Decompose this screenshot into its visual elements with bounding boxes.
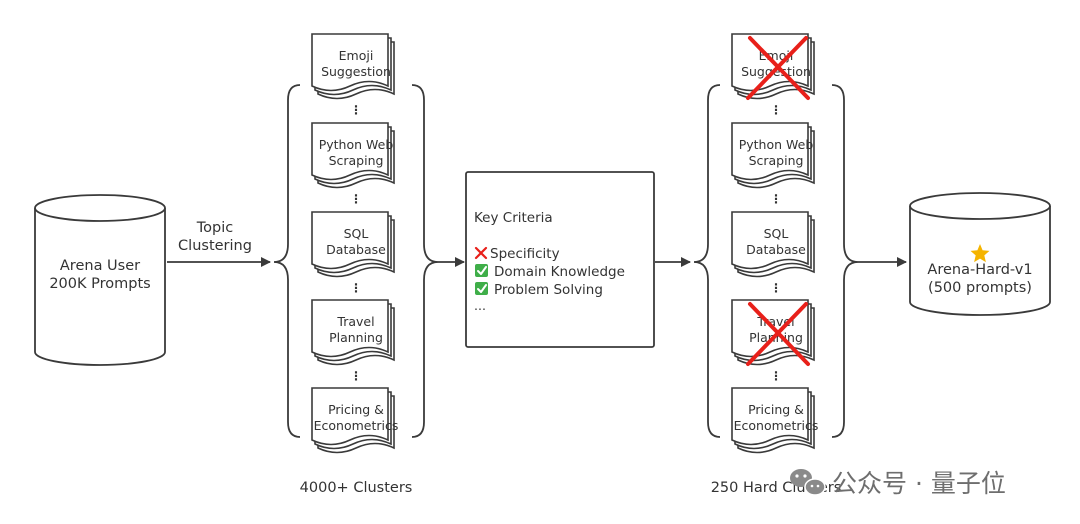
left-caption: 4000+ Clusters (300, 480, 413, 496)
left-close-brace (411, 84, 439, 438)
clustering-label-line2: Clustering (178, 238, 252, 254)
red-x-icon (746, 36, 810, 100)
cluster-label: Travel (336, 314, 374, 329)
cluster-label: Planning (329, 330, 383, 345)
cluster-label: Econometrics (734, 418, 819, 433)
ellipsis-dots: ⋮ (770, 192, 782, 206)
cluster-label: Emoji (339, 48, 374, 63)
clustering-label-line1: Topic (196, 220, 233, 236)
source-db-line2: 200K Prompts (49, 276, 150, 292)
right-close-brace (831, 84, 859, 438)
cluster-label: SQL (344, 226, 369, 241)
watermark-text: 公众号 · 量子位 (832, 469, 1006, 498)
cluster-label: Pricing & (748, 402, 804, 417)
target-db-line1: Arena-Hard-v1 (927, 262, 1032, 278)
ellipsis-dots: ⋮ (770, 103, 782, 117)
cluster-label: Database (746, 242, 806, 257)
doc-sheet (731, 387, 809, 446)
doc-sheet (311, 211, 389, 270)
cluster-label: Database (326, 242, 386, 257)
ellipsis-dots: ⋮ (350, 103, 362, 117)
red-x-icon (746, 302, 810, 366)
criteria-item-specificity: Specificity (490, 246, 560, 262)
watermark: 公众号 · 量子位 (790, 469, 1006, 498)
source-database: Arena User 200K Prompts (34, 194, 166, 366)
criteria-title: Key Criteria (474, 210, 553, 226)
check-mark-icon (475, 264, 488, 277)
target-database: Arena-Hard-v1 (500 prompts) (909, 192, 1051, 316)
doc-sheet (311, 122, 389, 181)
doc-sheet (731, 122, 809, 181)
key-criteria-box: Key Criteria Specificity Domain Knowledg… (465, 171, 655, 348)
cluster-label: Scraping (749, 153, 804, 168)
source-db-line1: Arena User (60, 258, 140, 274)
doc-sheet (311, 299, 389, 358)
cluster-label: Python Web (739, 137, 814, 152)
criteria-item-domain-knowledge: Domain Knowledge (494, 264, 625, 280)
ellipsis-dots: ⋮ (350, 281, 362, 295)
cluster-label: Econometrics (314, 418, 399, 433)
cross-mark-icon (474, 246, 488, 260)
wechat-icon (790, 469, 826, 496)
doc-sheet (731, 211, 809, 270)
doc-sheet (311, 33, 389, 92)
ellipsis-dots: ⋮ (770, 369, 782, 383)
criteria-item-problem-solving: Problem Solving (494, 282, 603, 298)
cluster-doc-stack: Pricing &Econometrics (731, 387, 819, 454)
cluster-label: SQL (764, 226, 789, 241)
ellipsis-dots: ⋮ (350, 192, 362, 206)
cluster-label: Scraping (329, 153, 384, 168)
cluster-label: Python Web (319, 137, 394, 152)
check-mark-icon (475, 282, 488, 295)
target-db-line2: (500 prompts) (928, 280, 1032, 296)
cluster-doc-stack: Pricing &Econometrics (311, 387, 399, 454)
cluster-label: Pricing & (328, 402, 384, 417)
star-icon (970, 244, 990, 263)
criteria-more: ... (474, 298, 486, 313)
cluster-label: Suggestion (321, 64, 391, 79)
ellipsis-dots: ⋮ (770, 281, 782, 295)
ellipsis-dots: ⋮ (350, 369, 362, 383)
doc-sheet (311, 387, 389, 446)
left-open-brace (273, 84, 301, 438)
right-open-brace (693, 84, 721, 438)
